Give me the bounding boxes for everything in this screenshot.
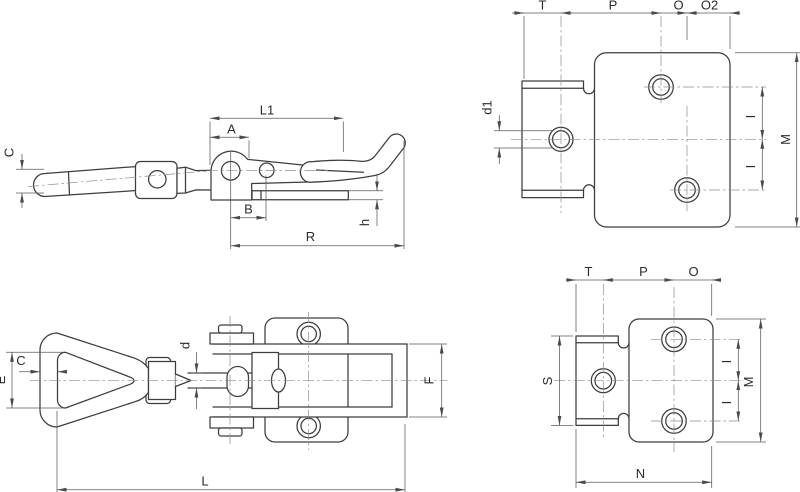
- top-bracket-view: T P O O2 d1 I I M: [480, 0, 800, 228]
- dim-label-a: A: [227, 122, 236, 137]
- dim-label-c-side: C: [2, 148, 17, 157]
- dim-label-l: L: [201, 474, 208, 489]
- dim-label-i1-front: I: [719, 360, 734, 364]
- dim-label-b: B: [244, 202, 253, 217]
- pivot-pin-outline: [226, 365, 250, 398]
- dim-label-r: R: [306, 229, 315, 244]
- dim-label-e: E: [0, 375, 8, 384]
- dim-label-c-plan: C: [16, 353, 25, 368]
- hook-outline: [39, 332, 150, 428]
- plan-view: E C d L F: [0, 312, 447, 492]
- dim-label-h: h: [357, 219, 372, 226]
- dim-label-p-top: P: [609, 0, 618, 13]
- plan-view-dimensions: E C d L F: [0, 342, 447, 492]
- dim-label-d: d: [178, 342, 193, 349]
- side-view-dimensions: L1 A C B R h: [2, 103, 405, 249]
- dim-label-i2-top: I: [743, 165, 758, 169]
- lever-handle-outline: [299, 133, 406, 183]
- dim-label-f: F: [422, 376, 437, 384]
- dim-label-d1: d1: [480, 100, 495, 114]
- dim-label-m-top: M: [778, 134, 793, 145]
- dim-label-i1-top: I: [743, 115, 758, 119]
- dim-label-n: N: [636, 466, 645, 481]
- dim-label-l1: L1: [260, 103, 274, 118]
- side-view: L1 A C B R h: [2, 103, 406, 249]
- dim-label-o2-top: O2: [701, 0, 718, 13]
- dim-label-p-front: P: [639, 264, 648, 279]
- front-view-dimensions: T P O S I I M N: [540, 264, 766, 488]
- dim-label-s: S: [540, 376, 555, 385]
- dim-label-t-front: T: [585, 264, 593, 279]
- rod-outline: [32, 165, 138, 198]
- dim-label-i2-front: I: [719, 401, 734, 405]
- dim-label-o-top: O: [673, 0, 683, 13]
- dim-label-m-front: M: [741, 377, 756, 388]
- front-bracket-view: T P O S I I M N: [540, 264, 766, 488]
- dim-label-o-front: O: [688, 264, 698, 279]
- top-view-dimensions: T P O O2 d1 I I M: [480, 0, 800, 228]
- dim-label-t-top: T: [539, 0, 547, 13]
- catch-plate-outline: [251, 190, 349, 201]
